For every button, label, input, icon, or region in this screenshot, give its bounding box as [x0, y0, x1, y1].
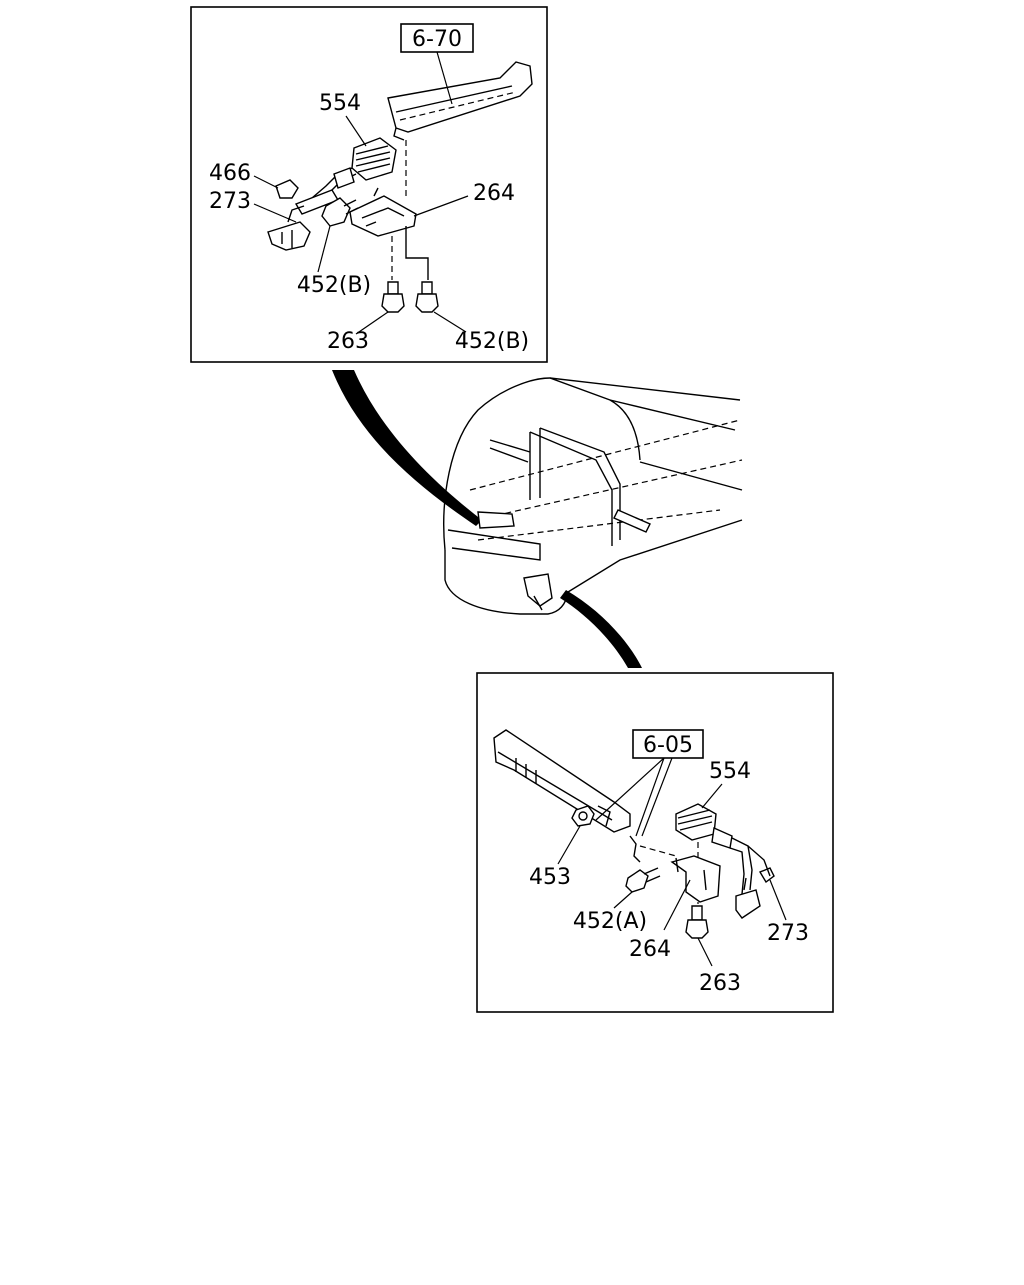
label-264-top: 264	[473, 181, 515, 206]
ref-label-6-05: 6-05	[643, 733, 693, 758]
label-452b-right: 452(B)	[455, 329, 529, 354]
label-273-top: 273	[209, 189, 251, 214]
harness-connector-left	[267, 179, 340, 251]
top-inset-panel: 6-70 554	[190, 6, 548, 363]
harness-connector-bottom	[735, 867, 775, 919]
label-453: 453	[529, 865, 571, 890]
label-263-top: 263	[327, 329, 369, 354]
label-452a: 452(A)	[573, 909, 647, 934]
connector-bottom-arc	[560, 590, 642, 668]
label-264-bottom: 264	[629, 937, 671, 962]
bolt-452b-right	[415, 281, 439, 313]
truck-cab-illustration	[443, 377, 743, 615]
frame-rail	[387, 61, 533, 141]
bolt-452a	[625, 867, 661, 893]
connector-top-arc	[332, 370, 482, 526]
nut-453	[571, 805, 595, 827]
bolt-263-top	[381, 281, 405, 313]
bolt-263-bottom	[685, 905, 709, 939]
label-466: 466	[209, 161, 251, 186]
sensor-554-bottom	[675, 803, 771, 895]
label-263-bottom: 263	[699, 971, 741, 996]
sensor-554	[299, 137, 397, 211]
bottom-inset-panel: 6-05 453	[476, 672, 834, 1013]
ref-label-6-70: 6-70	[412, 27, 462, 52]
label-554-bottom: 554	[709, 759, 751, 784]
frame-rail-bottom	[493, 729, 631, 833]
label-273-bottom: 273	[767, 921, 809, 946]
label-554-top: 554	[319, 91, 361, 116]
label-452b-left: 452(B)	[297, 273, 371, 298]
ref-box-6-05	[632, 729, 704, 759]
bracket-264-bottom	[670, 855, 721, 903]
bracket-264-top	[349, 187, 417, 237]
